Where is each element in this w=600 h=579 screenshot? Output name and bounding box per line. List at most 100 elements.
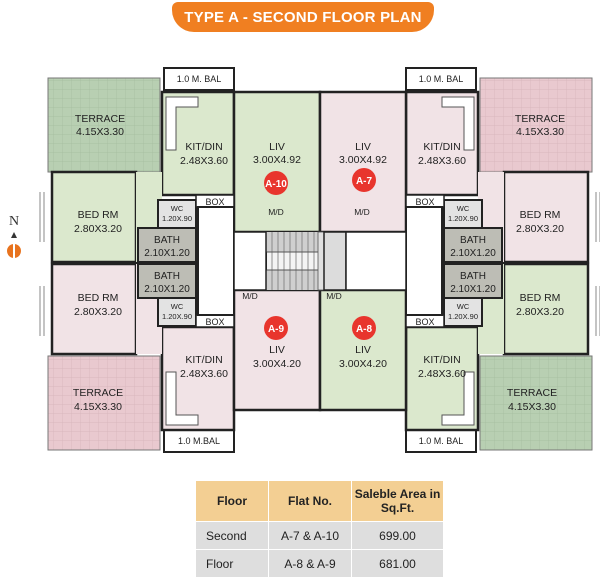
box-bottom-left-label: BOX xyxy=(205,317,224,327)
flat-badge-a7: A-7 xyxy=(352,168,376,192)
balcony-top-left xyxy=(163,67,235,91)
compass-dial-icon xyxy=(7,244,21,258)
north-label: N xyxy=(8,214,20,229)
bath-bottom-right-name: BATH xyxy=(460,271,486,282)
kitchen-bottom-right-size: 2.48X3.60 xyxy=(418,368,466,380)
bedroom-top-right-size: 2.80X3.20 xyxy=(516,223,564,235)
wc-bottom-right xyxy=(443,297,483,327)
balcony-top-right-label: 1.0 M. BAL xyxy=(419,74,464,84)
box-bottom-right-label: BOX xyxy=(415,317,434,327)
wc-top-left-name: WC xyxy=(171,204,184,213)
kitchen-bottom-left-name: KIT/DIN xyxy=(185,354,222,366)
terrace-top-left xyxy=(47,77,161,173)
living-room-a9-name: LIV xyxy=(269,344,285,356)
flat-badge-a10: A-10 xyxy=(264,171,288,195)
living-room-a10-size: 3.00X4.92 xyxy=(253,154,301,166)
area-table-header-row: Floor Flat No. Saleble Area in Sq.Ft. xyxy=(195,480,444,522)
balcony-bottom-right-label: 1.0 M. BAL xyxy=(419,436,464,446)
bath-top-left-size: 2.10X1.20 xyxy=(144,248,190,259)
north-compass: N xyxy=(4,214,24,276)
terrace-bottom-right-name: TERRACE xyxy=(507,387,557,399)
bedroom-top-right xyxy=(502,170,590,264)
living-room-a7-size: 3.00X4.92 xyxy=(339,154,387,166)
main-door-a9-label: M/D xyxy=(242,291,258,301)
balcony-top-left-label: 1.0 M. BAL xyxy=(177,74,222,84)
kitchen-top-left-name: KIT/DIN xyxy=(185,141,222,153)
bath-top-right-name: BATH xyxy=(460,235,486,246)
bedroom-top-left xyxy=(50,170,138,264)
living-room-a7-name: LIV xyxy=(355,141,371,153)
bedroom-bottom-right xyxy=(502,262,590,356)
box-top-right-label: BOX xyxy=(415,197,434,207)
bath-top-left xyxy=(137,227,197,263)
bedroom-top-right-name: BED RM xyxy=(520,209,561,221)
bath-top-right-size: 2.10X1.20 xyxy=(450,248,496,259)
wc-top-left xyxy=(157,199,197,229)
bedroom-bottom-right-size: 2.80X3.20 xyxy=(516,306,564,318)
header-flat-no: Flat No. xyxy=(268,480,352,522)
shaft-left xyxy=(197,206,235,316)
wc-bottom-left xyxy=(157,297,197,327)
kitchen-top-right-size: 2.48X3.60 xyxy=(418,155,466,167)
flat-badge-a7-text: A-7 xyxy=(356,176,373,187)
balcony-bottom-left-label: 1.0 M.BAL xyxy=(178,436,220,446)
terrace-top-right xyxy=(479,77,593,173)
living-room-a9-size: 3.00X4.20 xyxy=(253,358,301,370)
cell-flat-no: A-8 & A-9 xyxy=(268,549,352,578)
living-room-a10 xyxy=(232,90,322,234)
bedroom-top-left-size: 2.80X3.20 xyxy=(74,223,122,235)
page-title: TYPE A - SECOND FLOOR PLAN xyxy=(172,2,434,32)
terrace-bottom-left-name: TERRACE xyxy=(73,387,123,399)
bedroom-top-left-name: BED RM xyxy=(78,209,119,221)
staircase xyxy=(265,231,347,291)
wc-top-right xyxy=(443,199,483,229)
main-door-a7-label: M/D xyxy=(354,207,370,217)
bath-bottom-left-name: BATH xyxy=(154,271,180,282)
shaft-right xyxy=(405,206,443,316)
cell-area: 681.00 xyxy=(351,549,444,578)
wc-bottom-right-size: 1.20X.90 xyxy=(448,312,478,321)
terrace-bottom-right xyxy=(479,355,593,451)
main-door-a8-label: M/D xyxy=(326,291,342,301)
flat-badge-a10-text: A-10 xyxy=(265,179,287,190)
wc-top-right-size: 1.20X.90 xyxy=(448,214,478,223)
bath-top-right xyxy=(443,227,503,263)
cell-area: 699.00 xyxy=(351,521,444,550)
table-row: Second A-7 & A-10 699.00 xyxy=(195,521,444,550)
wc-bottom-left-size: 1.20X.90 xyxy=(162,312,192,321)
living-room-a10-name: LIV xyxy=(269,141,285,153)
terrace-bottom-right-size: 4.15X3.30 xyxy=(508,401,556,413)
bath-bottom-right xyxy=(443,263,503,299)
bedroom-bottom-left xyxy=(50,262,138,356)
area-table: Floor Flat No. Saleble Area in Sq.Ft. Se… xyxy=(195,480,444,578)
flat-badge-a9: A-9 xyxy=(264,316,288,340)
wc-top-right-name: WC xyxy=(457,204,470,213)
box-top-left-label: BOX xyxy=(205,197,224,207)
header-saleble-area: Saleble Area in Sq.Ft. xyxy=(351,480,444,522)
flat-badge-a8-text: A-8 xyxy=(356,324,373,335)
bedroom-bottom-left-size: 2.80X3.20 xyxy=(74,306,122,318)
header-floor: Floor xyxy=(195,480,269,522)
terrace-bottom-left-size: 4.15X3.30 xyxy=(74,401,122,413)
cell-floor: Floor xyxy=(195,549,269,578)
kitchen-top-right-name: KIT/DIN xyxy=(423,141,460,153)
kitchen-bottom-right-name: KIT/DIN xyxy=(423,354,460,366)
bath-bottom-right-size: 2.10X1.20 xyxy=(450,284,496,295)
bath-top-left-name: BATH xyxy=(154,235,180,246)
living-room-a8 xyxy=(318,288,408,412)
terrace-top-left-name: TERRACE xyxy=(75,113,125,125)
terrace-bottom-left xyxy=(47,355,161,451)
main-door-a10-label: M/D xyxy=(268,207,284,217)
wc-top-left-size: 1.20X.90 xyxy=(162,214,192,223)
balcony-top-right xyxy=(405,67,477,91)
living-room-a8-name: LIV xyxy=(355,344,371,356)
cell-flat-no: A-7 & A-10 xyxy=(268,521,352,550)
floor-plan-diagram: 1.0 M. BAL 1.0 M. BAL 1.0 M.BAL 1.0 M. B… xyxy=(39,67,600,453)
terrace-top-right-size: 4.15X3.30 xyxy=(516,126,564,138)
bedroom-bottom-right-name: BED RM xyxy=(520,292,561,304)
living-room-a7 xyxy=(318,90,408,234)
terrace-top-left-size: 4.15X3.30 xyxy=(76,126,124,138)
wc-bottom-right-name: WC xyxy=(457,302,470,311)
table-row: Floor A-8 & A-9 681.00 xyxy=(195,549,444,578)
kitchen-bottom-left-size: 2.48X3.60 xyxy=(180,368,228,380)
